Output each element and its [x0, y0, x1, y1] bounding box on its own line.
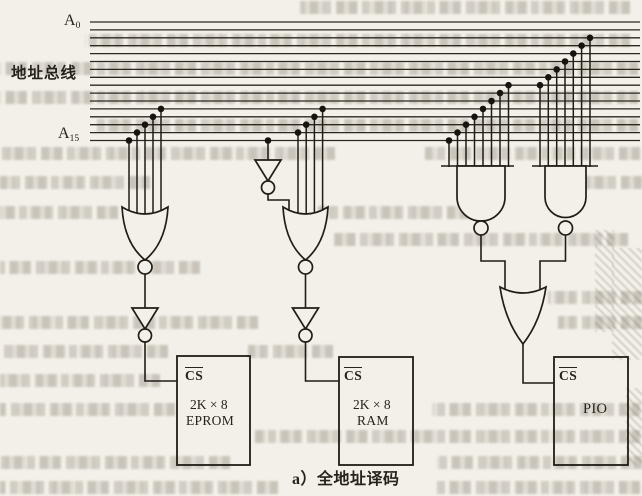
- nor-gate-eprom: [121, 205, 169, 275]
- address-bus-lines: [90, 21, 640, 142]
- junction-dot: [496, 89, 504, 97]
- junction-dot: [570, 50, 577, 57]
- bleedthrough-hatch-patch: [626, 388, 642, 465]
- eprom-size-label: 2K × 8: [190, 397, 228, 412]
- ram-chip-box: [338, 356, 414, 466]
- or-gate-pio: [498, 285, 548, 346]
- bus-tap-lines: [125, 34, 594, 214]
- junction-dot: [488, 97, 495, 105]
- wire-inverter-to-ram-cs: [304, 341, 339, 382]
- wire-inverter-to-nor-ram: [267, 194, 290, 213]
- bus-line-a0-label: A0: [64, 12, 81, 31]
- inversion-bubble: [473, 220, 489, 236]
- junction-dot: [125, 137, 133, 144]
- bleedthrough-hatch-patch: [595, 230, 614, 332]
- junction-dot: [505, 81, 512, 89]
- figure-caption: a）全地址译码: [292, 471, 400, 488]
- inverter-a15-input: [253, 159, 283, 195]
- inverter-ram: [290, 307, 321, 343]
- junction-dot: [264, 137, 272, 144]
- inversion-bubble: [260, 180, 276, 195]
- junction-dot: [157, 105, 165, 113]
- wires: [144, 137, 567, 384]
- inversion-bubble: [298, 328, 313, 343]
- bleedthrough-hatch-patch: [612, 248, 642, 360]
- nor-gate-ram: [282, 205, 329, 275]
- bus-line-a15-label: A15: [58, 125, 80, 144]
- junction-dot: [319, 105, 326, 113]
- pio-name-label: PIO: [583, 401, 608, 417]
- ram-cs-pin-label: CS: [344, 367, 363, 383]
- eprom-name-label: EPROM: [186, 413, 235, 428]
- junction-dot: [149, 113, 157, 121]
- wire-or-to-pio-cs: [522, 344, 554, 384]
- junction-dot: [311, 113, 318, 121]
- junction-dot: [445, 137, 453, 144]
- inversion-bubble: [137, 328, 153, 343]
- junction-dot: [553, 66, 560, 73]
- junction-dot: [302, 121, 310, 128]
- wire-inverter-to-eprom-cs: [144, 341, 177, 382]
- junction-dot: [294, 129, 302, 136]
- junction-dot: [454, 129, 461, 136]
- wire-nand-high-to-or: [480, 235, 506, 291]
- pio-chip-box: [553, 356, 629, 466]
- junction-dot: [586, 34, 594, 42]
- wire-nand-low-to-or: [539, 235, 567, 291]
- junction-dot: [462, 121, 470, 128]
- junction-dot: [561, 58, 569, 65]
- junction-dot: [578, 42, 585, 49]
- eprom-cs-pin-label: CS: [185, 367, 204, 383]
- eprom-chip-box: [176, 355, 251, 466]
- address-bus-title: 地址总线: [11, 65, 78, 82]
- inversion-bubble: [557, 220, 574, 236]
- junction-dot: [133, 129, 141, 136]
- junction-dot: [545, 74, 552, 81]
- junction-dot: [141, 121, 149, 128]
- pio-cs-pin-label: CS: [559, 367, 578, 383]
- inverter-eprom: [130, 307, 160, 343]
- junction-dot: [479, 105, 487, 113]
- ram-size-label: 2K × 8: [353, 397, 391, 412]
- inversion-bubble: [137, 259, 153, 275]
- inversion-bubble: [297, 259, 314, 275]
- nand-gate-low: [532, 165, 598, 236]
- junction-dot: [471, 113, 478, 121]
- nand-gate-high: [441, 165, 514, 236]
- junction-dot: [536, 81, 544, 89]
- ram-name-label: RAM: [357, 413, 389, 428]
